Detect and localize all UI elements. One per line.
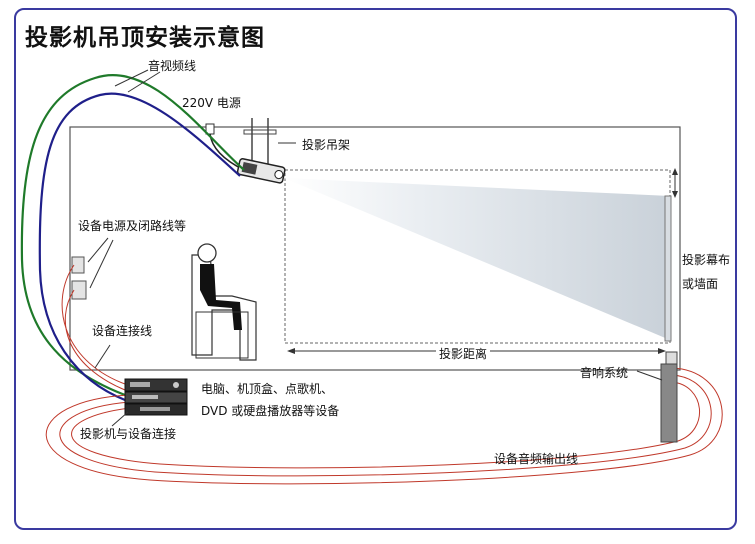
av-cable-leader [114,69,149,87]
mount-label: 投影吊架 [302,138,351,152]
seated-person-icon [191,243,257,361]
device-power-leader [87,237,109,263]
arrow-head [672,191,678,198]
light-beam [284,178,670,340]
av-cable-blue [38,92,241,402]
device-cable-label: 设备连接线 [92,324,153,338]
audio-out-label: 设备音频输出线 [494,452,579,466]
arrow-head [287,348,295,354]
wall-socket [71,256,85,274]
screen-label-line1: 投影幕布 [682,253,731,267]
audio-output-loop [45,367,723,485]
device-power-leader [89,239,114,289]
speaker-column [660,363,678,443]
device-power-label: 设备电源及闭路线等 [78,219,187,233]
arrow-head [672,168,678,175]
audio-output-loop [71,381,701,469]
devices-label-line1: 电脑、机顶盒、点歌机、 [201,382,334,396]
speaker-top [665,351,678,365]
room-outline [69,126,681,371]
ceiling-mount-plate [243,129,277,135]
av-equipment-stack [124,378,188,416]
av-cable-green [20,74,245,397]
devices-label-line2: DVD 或硬盘播放器等设备 [201,404,340,418]
audio-system-label: 音响系统 [580,366,629,380]
distance-label: 投影距离 [436,345,491,362]
device-cable-red [64,289,126,391]
wall-socket [71,280,87,300]
arrow-head [658,348,666,354]
audio-system-leader [636,370,663,381]
projector-connect-label: 投影机与设备连接 [80,427,177,441]
page-title: 投影机吊顶安装示意图 [25,25,265,51]
device-cable-leader [94,344,111,369]
av-cable-label: 音视频线 [148,59,197,73]
projection-screen [664,195,672,342]
projector-connect-leader [111,411,129,427]
projector-icon [236,158,286,184]
av-cable-leader [127,71,161,93]
power-220v-label: 220V 电源 [182,96,241,110]
screen-label-line2: 或墙面 [682,277,719,291]
audio-output-loop [59,374,712,477]
